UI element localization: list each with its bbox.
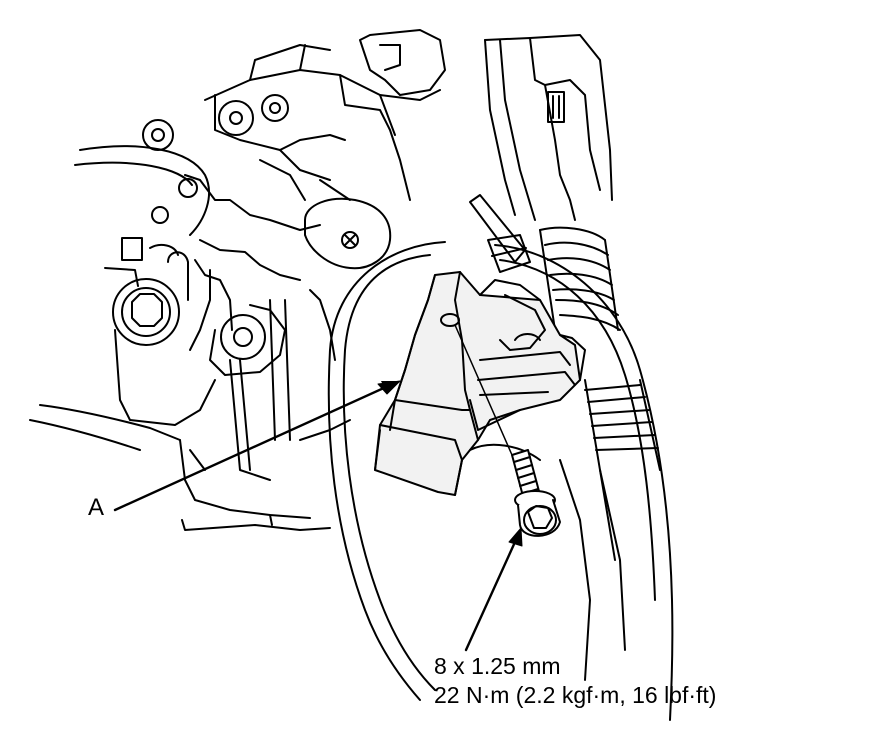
callout-label-a: A bbox=[88, 494, 105, 521]
engine-block bbox=[29, 29, 446, 531]
bolt-size-text: 8 x 1.25 mm bbox=[434, 653, 561, 679]
bolt-spec: 8 x 1.25 mm 22 N·m (2.2 kgf·m, 16 lbf·ft… bbox=[434, 652, 716, 710]
flange-bolt bbox=[454, 324, 561, 537]
cable-harness bbox=[327, 34, 674, 721]
leader-arrow-a bbox=[113, 380, 401, 512]
bolt-torque-text: 22 N·m (2.2 kgf·m, 16 lbf·ft) bbox=[434, 682, 717, 708]
leader-arrow-bolt bbox=[464, 527, 523, 652]
